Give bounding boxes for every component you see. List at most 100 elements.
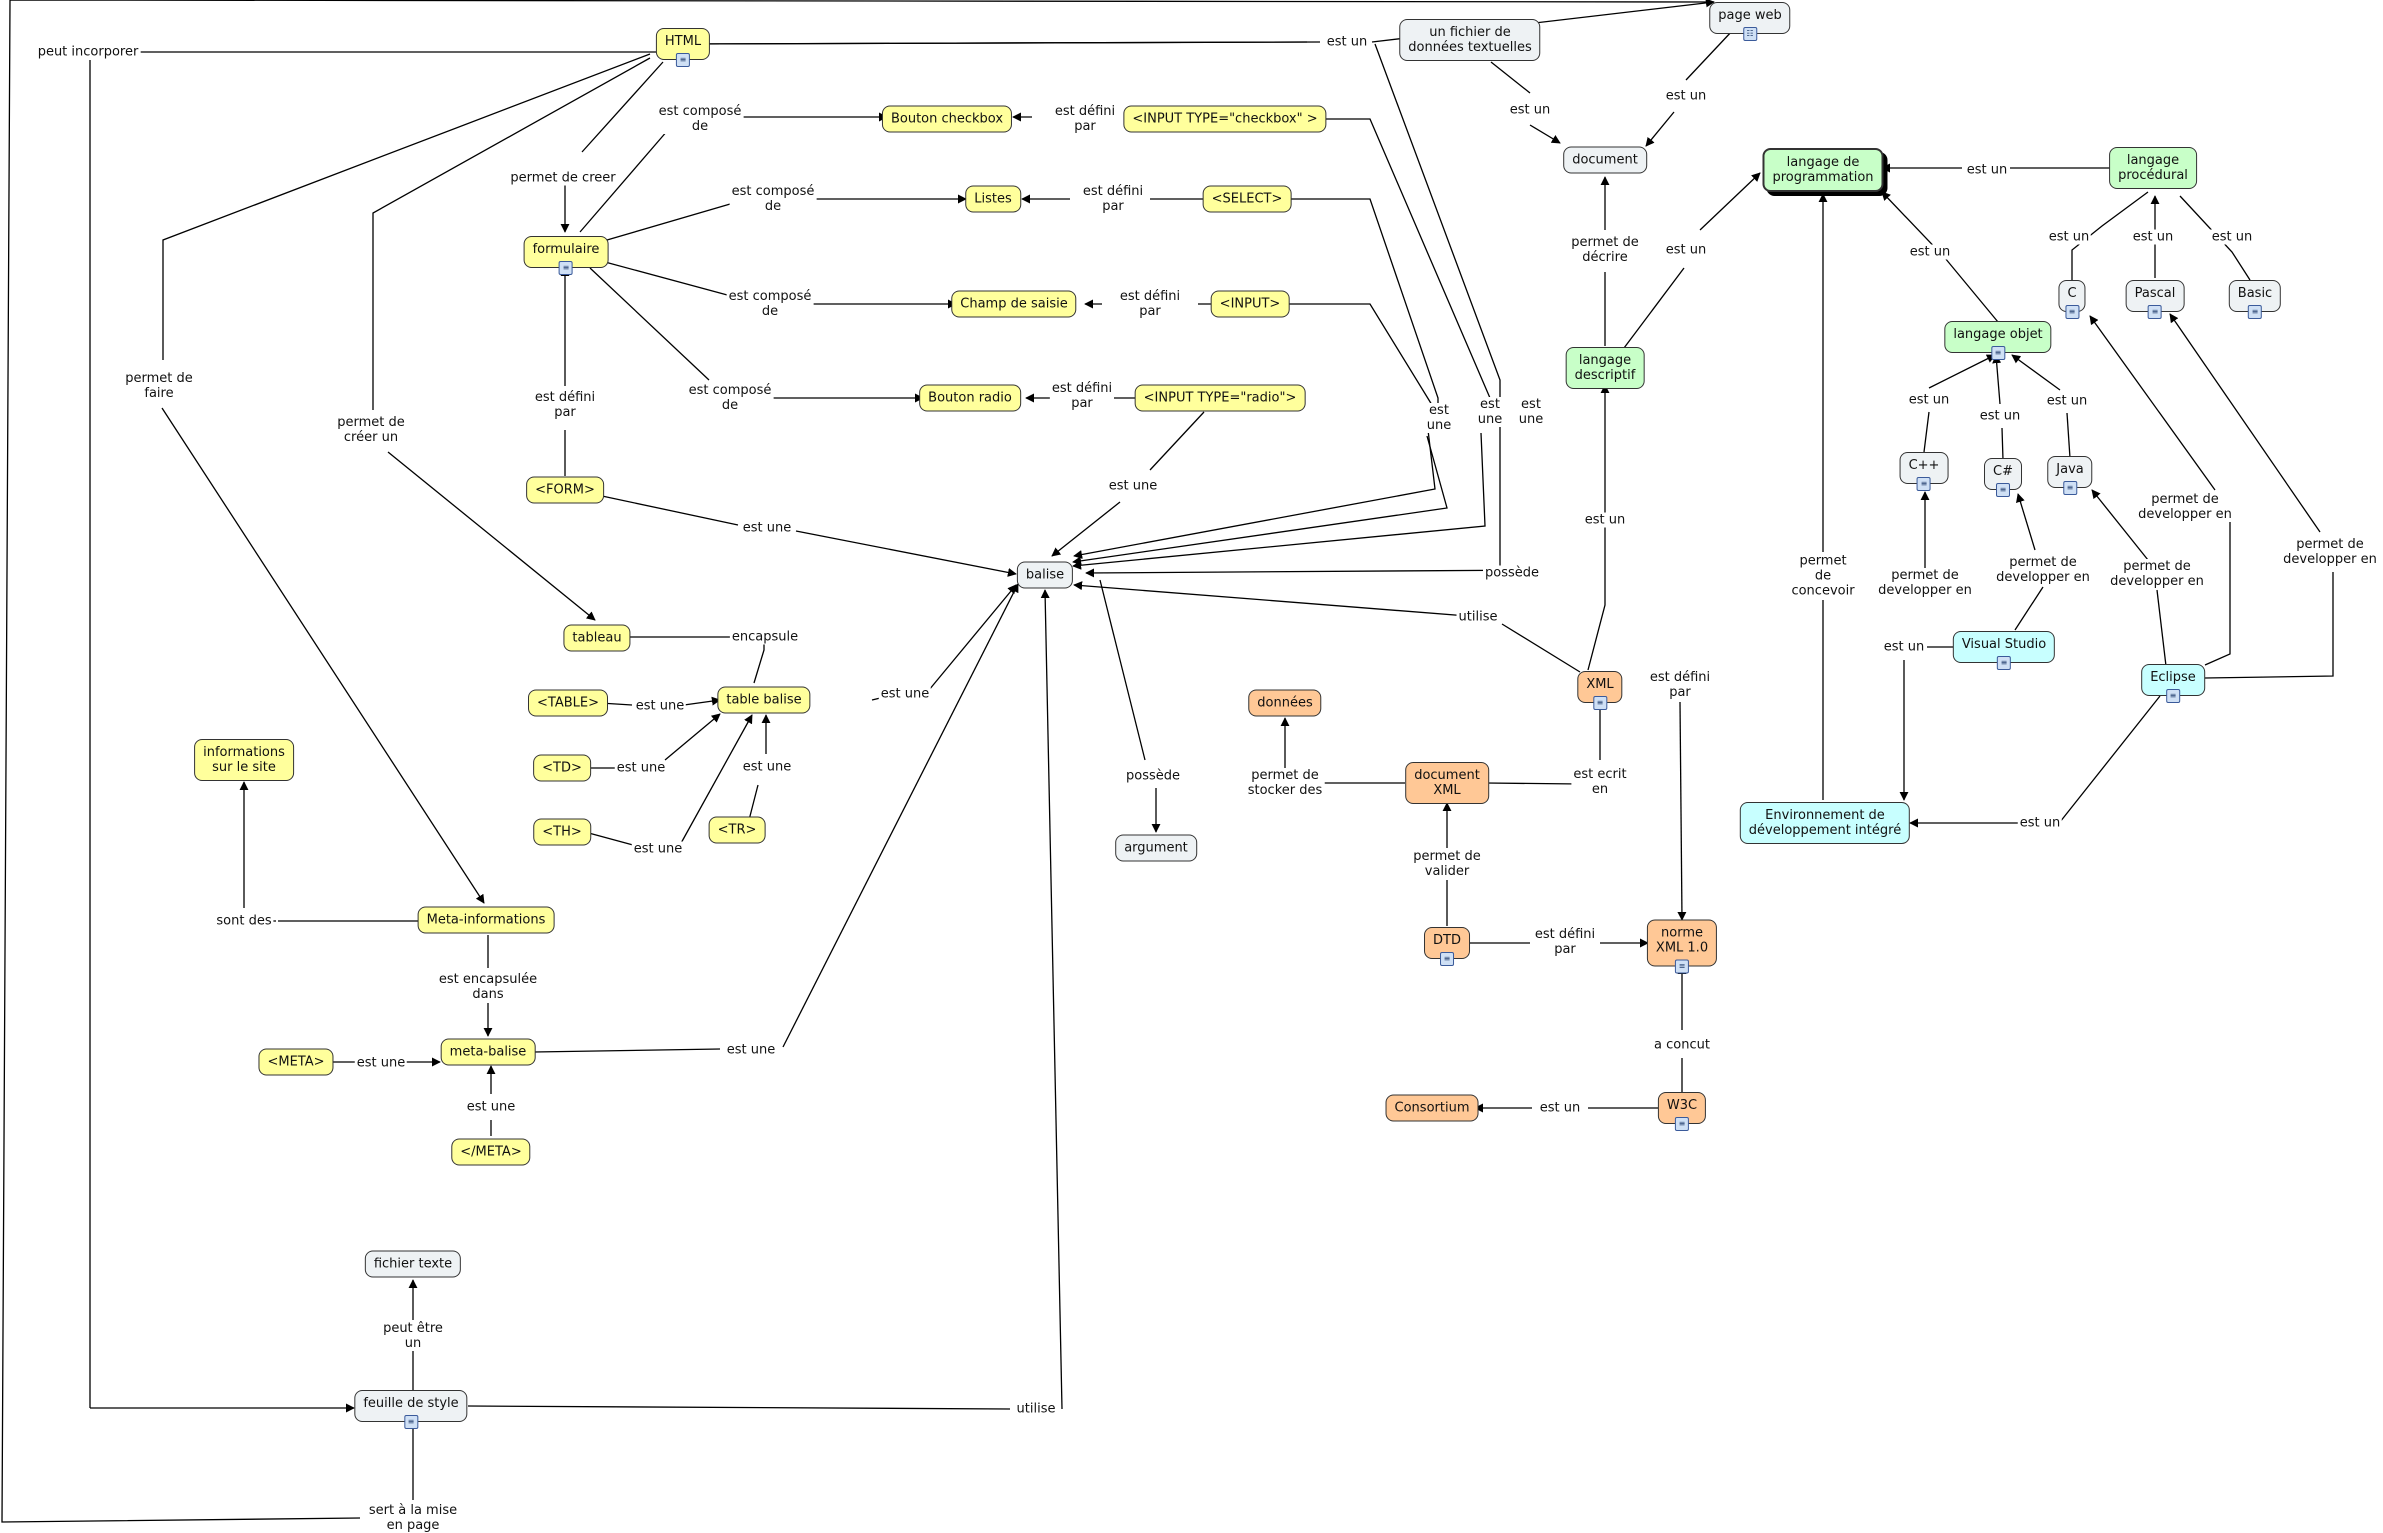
link-label-form-estune: est une bbox=[740, 520, 794, 536]
concept-eclipse[interactable]: Eclipse≡ bbox=[2141, 664, 2205, 703]
concept-docxml[interactable]: document XML bbox=[1405, 762, 1489, 804]
concept-metabalise[interactable]: meta-balise bbox=[440, 1038, 536, 1066]
link-label-td-estune: est une bbox=[614, 760, 668, 776]
document-icon[interactable]: ≡ bbox=[1593, 696, 1607, 710]
link-label-utilise1: utilise bbox=[1456, 609, 1500, 625]
concept-langproc[interactable]: langage procédural bbox=[2109, 147, 2197, 189]
concept-td[interactable]: <TD> bbox=[533, 754, 591, 782]
document-icon[interactable]: ≡ bbox=[1674, 959, 1689, 974]
connector-line-123 bbox=[1, 0, 1715, 1523]
concept-label: meta-balise bbox=[449, 1044, 527, 1060]
concept-cpp[interactable]: C++≡ bbox=[1899, 452, 1949, 491]
concept-inputradio[interactable]: <INPUT TYPE="radio"> bbox=[1134, 384, 1306, 412]
document-icon[interactable]: ≡ bbox=[1996, 656, 2011, 670]
connector-line-39 bbox=[682, 41, 1308, 45]
connector-line-45 bbox=[1501, 623, 1581, 673]
concept-metaclose[interactable]: </META> bbox=[451, 1138, 531, 1166]
concept-meta[interactable]: <META> bbox=[258, 1048, 334, 1076]
concept-select[interactable]: <SELECT> bbox=[1202, 185, 1292, 213]
concept-tr[interactable]: <TR> bbox=[708, 816, 766, 844]
concept-argument[interactable]: argument bbox=[1115, 834, 1197, 862]
concept-formulaire[interactable]: formulaire≡ bbox=[523, 236, 609, 275]
connector-line-64 bbox=[1529, 124, 1561, 144]
connector-line-75 bbox=[2001, 427, 2004, 461]
connector-line-61 bbox=[1623, 267, 1685, 349]
concept-consortium[interactable]: Consortium bbox=[1385, 1094, 1479, 1122]
concept-c[interactable]: C≡ bbox=[2058, 280, 2086, 319]
concept-xml[interactable]: XML≡ bbox=[1577, 671, 1623, 710]
concept-feuille[interactable]: feuille de style≡ bbox=[354, 1390, 468, 1429]
document-icon[interactable]: ≡ bbox=[1995, 483, 2010, 497]
concept-vs[interactable]: Visual Studio≡ bbox=[1952, 631, 2056, 670]
concept-csharp[interactable]: C#≡ bbox=[1984, 458, 2022, 497]
link-label-peutinc: peut incorporer bbox=[35, 44, 141, 60]
document-icon[interactable]: ≡ bbox=[558, 261, 573, 275]
concept-label: informations sur le site bbox=[203, 745, 285, 775]
concept-dtd[interactable]: DTD≡ bbox=[1424, 927, 1470, 966]
concept-donnees[interactable]: données bbox=[1248, 689, 1322, 717]
concept-infos[interactable]: informations sur le site bbox=[194, 739, 294, 781]
connector-line-89 bbox=[2169, 313, 2321, 533]
concept-langobj[interactable]: langage objet≡ bbox=[1944, 321, 2052, 360]
document-icon[interactable]: ≡ bbox=[1674, 1117, 1689, 1131]
network-icon[interactable]: ☷ bbox=[1742, 27, 1757, 41]
concept-label: <INPUT> bbox=[1219, 296, 1281, 312]
document-icon[interactable]: ≡ bbox=[1440, 952, 1454, 966]
concept-w3c[interactable]: W3C≡ bbox=[1657, 1092, 1707, 1131]
connector-line-92 bbox=[2059, 695, 2161, 823]
concept-html[interactable]: HTML≡ bbox=[655, 28, 711, 67]
concept-langdesc[interactable]: langage descriptif bbox=[1565, 347, 1645, 389]
connector-line-13 bbox=[606, 201, 738, 241]
concept-inputcheck[interactable]: <INPUT TYPE="checkbox" > bbox=[1123, 105, 1327, 133]
concept-langprog[interactable]: langage de programmation bbox=[1762, 148, 1884, 192]
concept-form[interactable]: <FORM> bbox=[526, 476, 604, 504]
concept-tableau[interactable]: tableau bbox=[563, 624, 631, 652]
concept-label: Environnement de développement intégré bbox=[1748, 808, 1902, 838]
connector-line-42 bbox=[1099, 579, 1146, 761]
concept-label: norme XML 1.0 bbox=[1655, 925, 1709, 956]
concept-boutonradio[interactable]: Bouton radio bbox=[919, 384, 1021, 412]
concept-input[interactable]: <INPUT> bbox=[1210, 290, 1290, 318]
concept-pageweb[interactable]: page web ☷ bbox=[1709, 2, 1791, 41]
concept-norme[interactable]: norme XML 1.0 ≡ bbox=[1646, 919, 1718, 974]
connector-line-62 bbox=[1699, 172, 1761, 231]
link-label-select-estune: est une bbox=[1475, 397, 1505, 427]
document-icon[interactable]: ≡ bbox=[2147, 305, 2162, 319]
concept-table[interactable]: <TABLE> bbox=[528, 689, 608, 717]
connector-line-41 bbox=[1085, 568, 1541, 578]
document-icon[interactable]: ≡ bbox=[2064, 305, 2079, 319]
concept-label: Bouton radio bbox=[928, 390, 1012, 406]
concept-label: Champ de saisie bbox=[960, 296, 1068, 312]
connector-line-73 bbox=[1923, 411, 1930, 453]
link-label-th-estune: est une bbox=[631, 841, 685, 857]
document-icon[interactable]: ≡ bbox=[676, 53, 690, 67]
concept-java[interactable]: Java≡ bbox=[2047, 456, 2093, 495]
document-icon[interactable]: ≡ bbox=[2165, 689, 2180, 703]
document-icon[interactable]: ≡ bbox=[2247, 305, 2262, 319]
concept-boutoncheck[interactable]: Bouton checkbox bbox=[881, 105, 1013, 133]
document-icon[interactable]: ≡ bbox=[1991, 346, 2005, 360]
concept-document[interactable]: document bbox=[1563, 146, 1647, 174]
concept-metainfos[interactable]: Meta-informations bbox=[417, 906, 555, 934]
concept-label: page web bbox=[1718, 8, 1782, 23]
concept-th[interactable]: <TH> bbox=[533, 818, 591, 846]
connector-line-78 bbox=[2011, 354, 2061, 391]
document-icon[interactable]: ≡ bbox=[2063, 481, 2077, 495]
concept-balise[interactable]: balise bbox=[1016, 561, 1074, 589]
concept-pascal[interactable]: Pascal≡ bbox=[2125, 280, 2185, 319]
concept-tablebalise[interactable]: table balise bbox=[717, 686, 811, 714]
concept-listes[interactable]: Listes bbox=[965, 185, 1021, 213]
document-icon[interactable]: ≡ bbox=[404, 1415, 418, 1429]
concept-fichiertexte[interactable]: fichier texte bbox=[364, 1250, 462, 1278]
connector-line-114 bbox=[533, 1048, 721, 1053]
document-icon[interactable]: ≡ bbox=[1917, 477, 1931, 491]
concept-basic[interactable]: Basic≡ bbox=[2228, 280, 2282, 319]
link-label-defini-select: est défini par bbox=[1080, 184, 1146, 214]
connector-line-34 bbox=[1073, 429, 1436, 559]
concept-fichierdonnees[interactable]: un fichier de données textuelles bbox=[1399, 19, 1541, 61]
concept-champ[interactable]: Champ de saisie bbox=[951, 290, 1077, 318]
concept-ide[interactable]: Environnement de développement intégré bbox=[1739, 802, 1911, 844]
link-label-ecrit: est ecrit en bbox=[1571, 767, 1629, 797]
